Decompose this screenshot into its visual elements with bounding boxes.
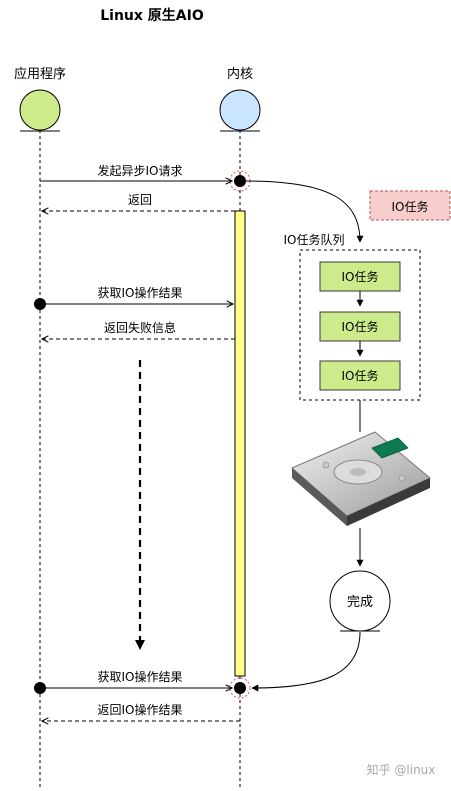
actor-kernel-label: 内核	[227, 66, 253, 82]
complete-to-kernel-connector	[251, 631, 361, 692]
queue-task-1	[319, 261, 401, 292]
get-result-1-label: 获取IO操作结果	[98, 285, 183, 300]
actor-app-label: 应用程序	[14, 66, 66, 82]
io-task-queue-label: IO任务队列	[284, 232, 345, 247]
hard-drive-icon	[291, 431, 431, 526]
result-highlight-ring	[229, 677, 251, 699]
enqueue-connector	[245, 180, 364, 243]
queue-task-3-label: IO任务	[342, 368, 379, 383]
io-task-legend-box	[369, 190, 451, 221]
kernel-actor-circle	[219, 89, 261, 131]
diagram-title: Linux 原生AIO	[100, 7, 204, 24]
get-result-2-label: 获取IO操作结果	[98, 669, 183, 684]
return-label: 返回	[128, 193, 152, 207]
queue-task-3	[319, 360, 401, 391]
watermark: 知乎 @linux	[367, 763, 436, 777]
return-fail-label: 返回失败信息	[104, 320, 176, 335]
io-task-legend-label: IO任务	[392, 199, 429, 214]
request-endpoint-dot	[234, 175, 246, 187]
result-endpoint-dot	[234, 682, 246, 694]
return-result-label: 返回IO操作结果	[98, 702, 183, 717]
app-actor-circle	[19, 89, 61, 131]
queue-task-2-label: IO任务	[342, 319, 379, 334]
queue-task-1-label: IO任务	[342, 269, 379, 284]
submit-request-label: 发起异步IO请求	[98, 163, 183, 178]
kernel-activation-bar	[234, 210, 246, 677]
wait-arrowhead	[135, 640, 145, 650]
complete-label: 完成	[347, 595, 373, 610]
queue-task-2	[319, 311, 401, 342]
